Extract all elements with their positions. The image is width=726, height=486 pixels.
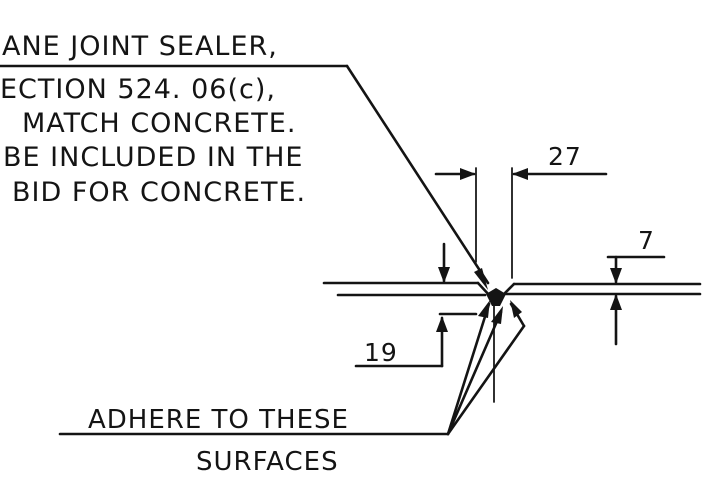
sealer-note-line-4: BE INCLUDED IN THE [3,142,303,173]
sealer-note-line-1: ANE JOINT SEALER, [2,31,278,62]
dimension-width: 27 [434,142,608,279]
dimension-depth-bottom: 19 [354,242,478,368]
adhere-note: ADHERE TO THESE SURFACES [58,300,526,477]
adhere-note-line-2: SURFACES [196,447,339,477]
sealer-leader [0,64,490,290]
sealer-note-line-2: ECTION 524. 06(c), [0,74,276,105]
dimension-depth-top-label: 7 [638,226,655,255]
joint-sealer [486,288,506,306]
sealer-note: ANE JOINT SEALER, ECTION 524. 06(c), MAT… [0,31,306,208]
adhere-note-line-1: ADHERE TO THESE [88,405,349,435]
dimension-depth-top: 7 [606,226,666,346]
dimension-depth-bottom-label: 19 [364,338,398,367]
sealer-note-line-3: MATCH CONCRETE. [22,108,296,139]
dimension-width-label: 27 [548,142,582,171]
sealer-note-line-5: BID FOR CONCRETE. [12,177,306,208]
slab-edges [322,281,702,298]
